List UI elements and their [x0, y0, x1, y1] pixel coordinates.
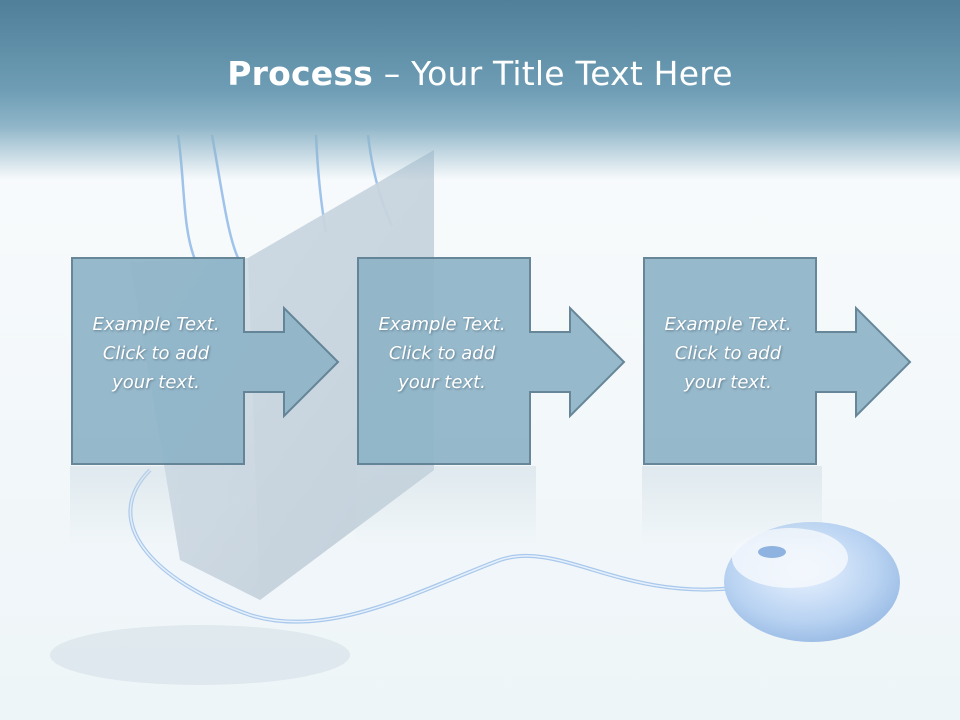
title-bold: Process	[227, 54, 374, 93]
step-text-line: Example Text.	[378, 314, 506, 335]
arrow-box-shape	[643, 257, 912, 465]
process-step-1[interactable]: Example Text. Click to add your text.	[70, 256, 410, 466]
step-reflection	[642, 466, 822, 546]
step-text-line: Example Text.	[92, 314, 220, 335]
step-text[interactable]: Example Text. Click to add your text.	[356, 310, 528, 397]
step-reflection	[356, 466, 536, 546]
step-text-line: Click to add	[388, 343, 496, 364]
title-rest: – Your Title Text Here	[373, 54, 733, 93]
step-text[interactable]: Example Text. Click to add your text.	[70, 310, 242, 397]
slide-title[interactable]: Process – Your Title Text Here	[0, 54, 960, 93]
step-reflection	[70, 466, 250, 546]
step-text-line: your text.	[398, 372, 486, 393]
step-text-line: Click to add	[102, 343, 210, 364]
step-text-line: your text.	[112, 372, 200, 393]
step-text-line: your text.	[684, 372, 772, 393]
step-text-line: Example Text.	[664, 314, 792, 335]
header-band	[0, 0, 960, 180]
arrow-box-shape	[71, 257, 340, 465]
process-step-2[interactable]: Example Text. Click to add your text.	[356, 256, 696, 466]
step-text[interactable]: Example Text. Click to add your text.	[642, 310, 814, 397]
process-step-3[interactable]: Example Text. Click to add your text.	[642, 256, 942, 466]
step-text-line: Click to add	[674, 343, 782, 364]
arrow-box-shape	[357, 257, 626, 465]
